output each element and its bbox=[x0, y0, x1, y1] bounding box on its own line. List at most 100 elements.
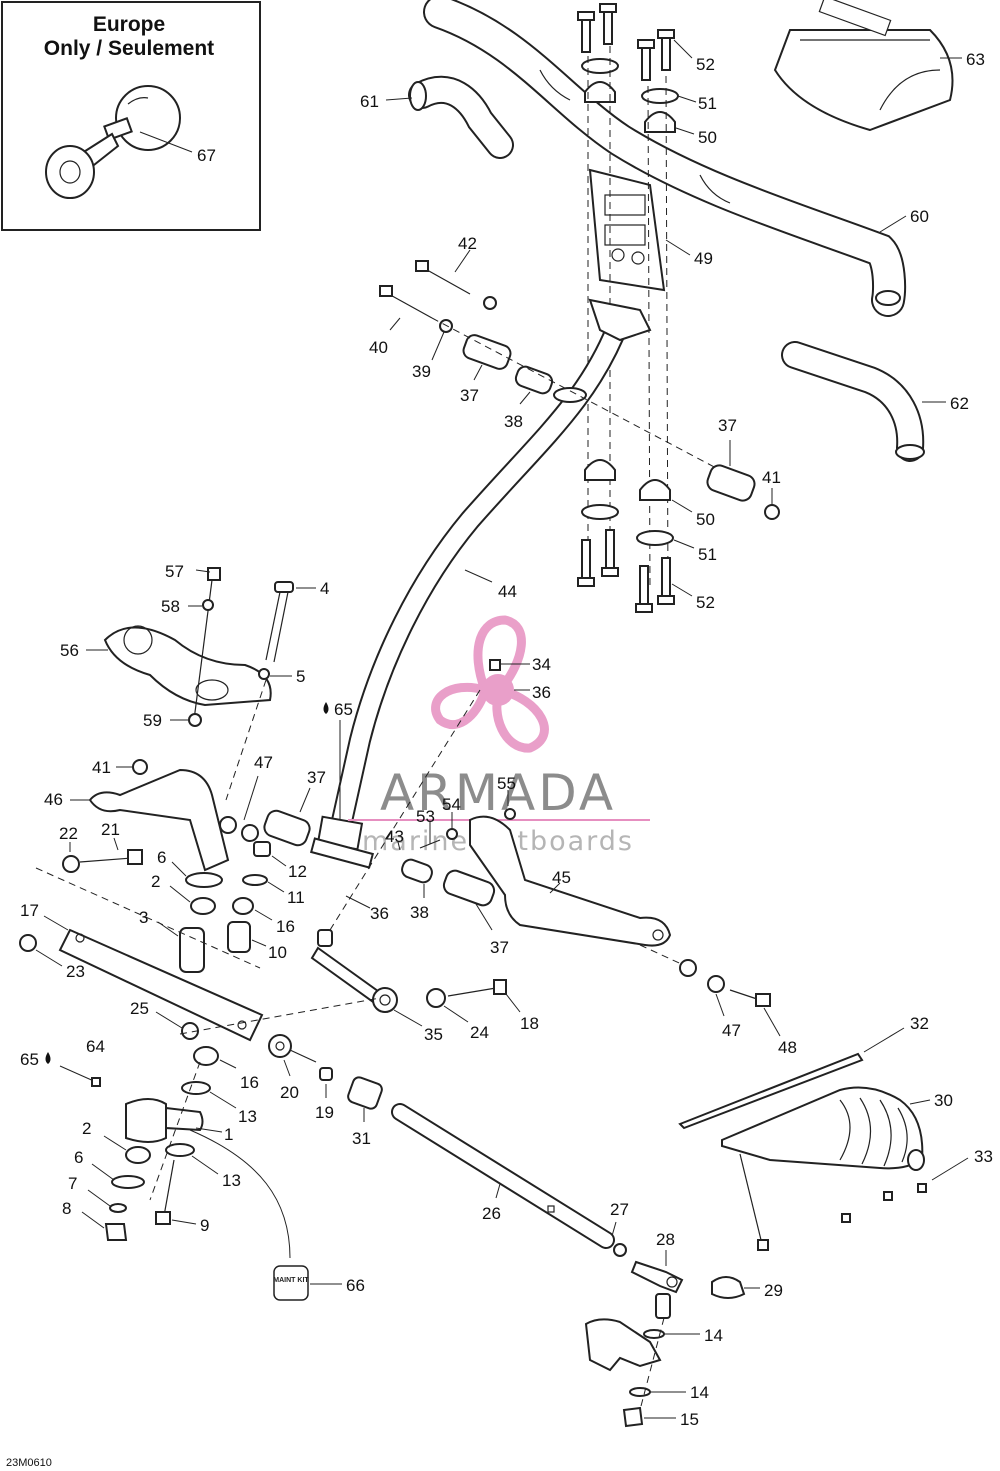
steering-boot bbox=[678, 1052, 927, 1251]
callout-41-left: 41 bbox=[92, 758, 111, 777]
callout-56: 56 bbox=[60, 641, 79, 660]
callout-18: 18 bbox=[520, 1014, 539, 1033]
callout-8: 8 bbox=[62, 1199, 71, 1218]
steering-arm-right bbox=[401, 808, 672, 947]
callout-14-lower: 14 bbox=[690, 1383, 709, 1402]
pitman-arm bbox=[88, 759, 311, 872]
callout-47-left: 47 bbox=[254, 753, 273, 772]
callout-7: 7 bbox=[68, 1174, 77, 1193]
callout-27: 27 bbox=[610, 1200, 629, 1219]
callout-17: 17 bbox=[20, 901, 39, 920]
callout-38-middle: 38 bbox=[410, 903, 429, 922]
callout-37-top: 37 bbox=[460, 386, 479, 405]
callout-59: 59 bbox=[143, 711, 162, 730]
callout-31: 31 bbox=[352, 1129, 371, 1148]
callout-9: 9 bbox=[200, 1216, 209, 1235]
callout-6-top: 6 bbox=[157, 848, 166, 867]
callout-19: 19 bbox=[315, 1103, 334, 1122]
europe-inset: Europe Only / Seulement 67 bbox=[1, 1, 261, 231]
callout-65-top: 65 bbox=[334, 700, 353, 719]
callout-37-lower: 37 bbox=[490, 938, 509, 957]
callout-58: 58 bbox=[161, 597, 180, 616]
callout-46: 46 bbox=[44, 790, 63, 809]
callout-64: 64 bbox=[86, 1037, 105, 1056]
tie-rod-upper bbox=[310, 929, 507, 1013]
callout-22: 22 bbox=[59, 824, 78, 843]
callout-57: 57 bbox=[165, 562, 184, 581]
grip-right bbox=[781, 341, 925, 462]
callout-2-lower: 2 bbox=[82, 1119, 91, 1138]
pivot-assembly bbox=[104, 1046, 219, 1241]
handlebar bbox=[423, 0, 906, 317]
callout-52-top: 52 bbox=[696, 55, 715, 74]
callout-36-top: 36 bbox=[532, 683, 551, 702]
callout-63: 63 bbox=[966, 50, 985, 69]
right-bushing bbox=[706, 464, 780, 520]
callout-11: 11 bbox=[287, 888, 305, 907]
support-plate bbox=[103, 567, 294, 727]
callout-38-top: 38 bbox=[504, 412, 523, 431]
callout-14-top: 14 bbox=[704, 1326, 723, 1345]
callout-24: 24 bbox=[470, 1023, 489, 1042]
callout-50-bottom: 50 bbox=[696, 510, 715, 529]
lower-left-assembly bbox=[19, 841, 271, 1042]
callout-62: 62 bbox=[950, 394, 969, 413]
callout-32: 32 bbox=[910, 1014, 929, 1033]
callout-1: 1 bbox=[224, 1125, 233, 1144]
callout-25: 25 bbox=[130, 999, 149, 1018]
tag-label: MAINT KIT bbox=[273, 1277, 309, 1284]
callout-13-top: 13 bbox=[238, 1107, 257, 1126]
riser-bracket bbox=[588, 168, 666, 292]
callout-60: 60 bbox=[910, 207, 929, 226]
callout-20: 20 bbox=[280, 1083, 299, 1102]
callout-48: 48 bbox=[778, 1038, 797, 1057]
callout-29: 29 bbox=[764, 1281, 783, 1300]
maintenance-tag: MAINT KIT bbox=[273, 1265, 309, 1301]
callout-3: 3 bbox=[139, 908, 148, 927]
spindle-bracket bbox=[584, 1318, 665, 1428]
grip-left bbox=[408, 75, 514, 159]
armada-watermark: ARMADA marine outboards bbox=[348, 615, 650, 857]
callout-55: 55 bbox=[497, 774, 516, 793]
callout-50-top: 50 bbox=[698, 128, 717, 147]
callout-51-bottom: 51 bbox=[698, 545, 717, 564]
steering-column bbox=[309, 298, 652, 869]
callout-49: 49 bbox=[694, 249, 713, 268]
callout-16-top: 16 bbox=[276, 917, 295, 936]
callout-13-lower: 13 bbox=[222, 1171, 241, 1190]
horn-drawing bbox=[45, 85, 181, 199]
diagram-code: 23M0610 bbox=[6, 1457, 52, 1469]
handlebar-pad bbox=[773, 0, 954, 132]
callout-37-middle: 37 bbox=[307, 768, 326, 787]
callout-37-right: 37 bbox=[718, 416, 737, 435]
callout-66: 66 bbox=[346, 1276, 365, 1295]
lower-clamp-hardware bbox=[577, 459, 675, 613]
callout-44: 44 bbox=[498, 582, 517, 601]
upper-bushings bbox=[379, 260, 721, 471]
callout-12: 12 bbox=[288, 862, 307, 881]
callout-21: 21 bbox=[101, 820, 120, 839]
callout-40: 40 bbox=[369, 338, 388, 357]
callout-41-right: 41 bbox=[762, 468, 781, 487]
inset-title-line2: Only / Seulement bbox=[44, 37, 214, 60]
callout-6-lower: 6 bbox=[74, 1148, 83, 1167]
propeller-logo bbox=[431, 615, 549, 753]
callout-34: 34 bbox=[532, 655, 551, 674]
callout-39: 39 bbox=[412, 362, 431, 381]
callout-16-lower: 16 bbox=[240, 1073, 259, 1092]
callout-23: 23 bbox=[66, 962, 85, 981]
callout-65-lower: 65 bbox=[20, 1050, 39, 1069]
callout-15: 15 bbox=[680, 1410, 699, 1429]
callout-28: 28 bbox=[656, 1230, 675, 1249]
tie-rod-lower bbox=[268, 1034, 684, 1319]
callout-33: 33 bbox=[974, 1147, 993, 1166]
right-hardware-47-48 bbox=[679, 959, 771, 1007]
callout-47-right: 47 bbox=[722, 1021, 741, 1040]
callout-51-top: 51 bbox=[698, 94, 717, 113]
callout-45: 45 bbox=[552, 868, 571, 887]
callout-26: 26 bbox=[482, 1204, 501, 1223]
callout-43: 43 bbox=[385, 827, 404, 846]
callout-61: 61 bbox=[360, 92, 379, 111]
